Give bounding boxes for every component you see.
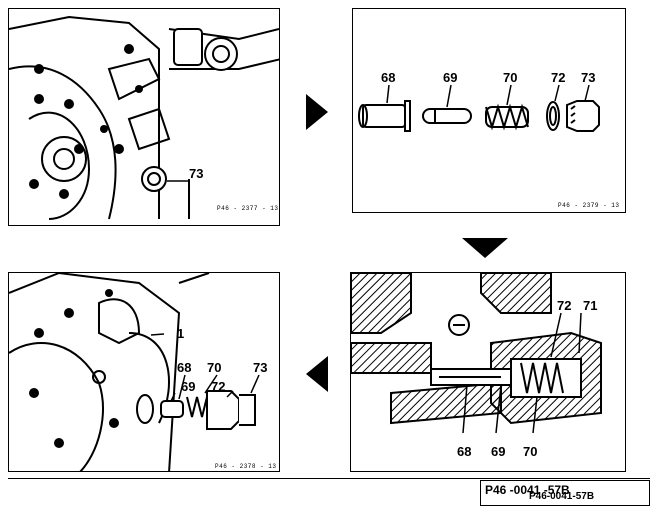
arrow-right-icon bbox=[306, 94, 328, 130]
panel-exploded-parts: 68 69 70 72 73 P46 - 2379 - 13 bbox=[352, 8, 626, 213]
footer-rule bbox=[8, 478, 650, 479]
callout-70: 70 bbox=[207, 360, 222, 375]
section-illustration bbox=[351, 273, 602, 434]
panel-installed-view: 73 P46 - 2377 - 13 bbox=[8, 8, 280, 226]
callout-72: 72 bbox=[557, 298, 572, 313]
callout-70: 70 bbox=[503, 70, 518, 85]
callout-72: 72 bbox=[551, 70, 566, 85]
installed-housing-illustration bbox=[9, 15, 279, 220]
callout-73: 73 bbox=[189, 166, 204, 181]
panel-removal-view: 1 68 70 69 72 73 P46 - 2378 - 13 bbox=[8, 272, 280, 472]
plate-number: P46 - 2378 - 13 bbox=[215, 463, 277, 470]
removal-illustration bbox=[9, 273, 260, 471]
callout-73: 73 bbox=[253, 360, 268, 375]
callout-69: 69 bbox=[491, 444, 506, 459]
figure-reference: P46 -0041 -57B bbox=[485, 483, 570, 497]
figure-reference-box: P46 -0041 -57B P46-0041-57B bbox=[480, 480, 650, 506]
figure-reference-overprint: P46-0041-57B bbox=[529, 491, 595, 502]
plate-number: P46 - 2379 - 13 bbox=[558, 202, 620, 209]
plate-number: P46 - 2377 - 13 bbox=[217, 205, 279, 212]
arrow-left-icon bbox=[306, 356, 328, 392]
callout-69: 69 bbox=[181, 379, 196, 394]
parts-illustration bbox=[358, 84, 600, 132]
callout-72: 72 bbox=[211, 379, 226, 394]
callout-68: 68 bbox=[381, 70, 396, 85]
callout-69: 69 bbox=[443, 70, 458, 85]
callout-71: 71 bbox=[583, 298, 598, 313]
callout-68: 68 bbox=[457, 444, 472, 459]
callout-73: 73 bbox=[581, 70, 596, 85]
arrow-down-icon bbox=[462, 238, 508, 258]
callout-1: 1 bbox=[177, 326, 185, 341]
callout-68: 68 bbox=[177, 360, 192, 375]
callout-70: 70 bbox=[523, 444, 538, 459]
panel-section-view: 72 71 68 69 70 bbox=[350, 272, 626, 472]
